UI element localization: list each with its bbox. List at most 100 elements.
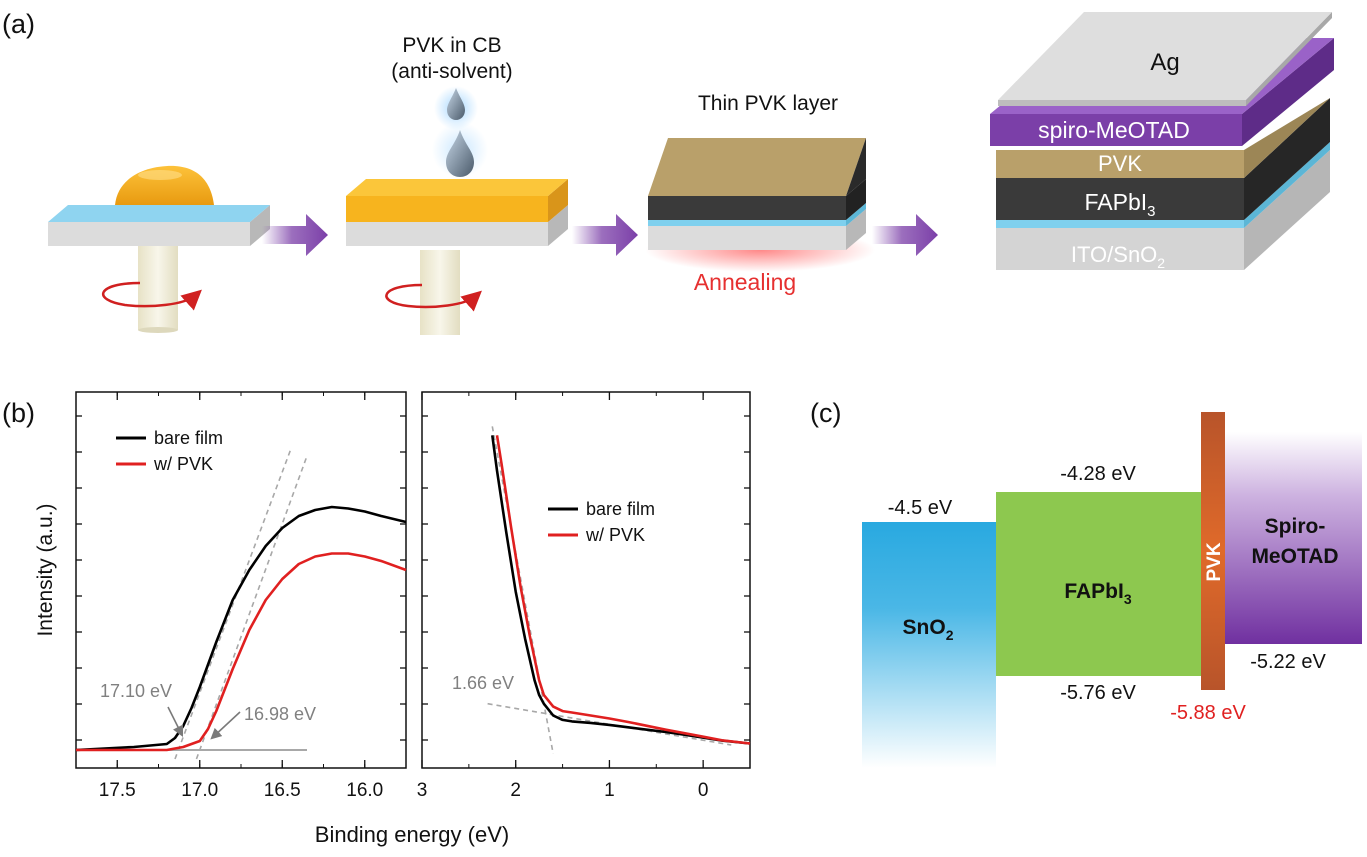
rotation-arrow-2 bbox=[385, 283, 482, 312]
step3-label: Thin PVK layer bbox=[698, 92, 838, 115]
substrate2-front bbox=[346, 222, 548, 246]
plot-frame bbox=[421, 391, 751, 769]
substrate-side-front bbox=[48, 222, 250, 246]
sno2-top bbox=[48, 205, 270, 222]
annealing-label: Annealing bbox=[694, 269, 796, 295]
x-tick-label: 16.5 bbox=[264, 780, 301, 801]
legend-label: w/ PVK bbox=[585, 525, 645, 545]
spiro-name-line1: Spiro- bbox=[1265, 515, 1326, 538]
x-tick-label: 0 bbox=[698, 780, 709, 801]
substrate2-right bbox=[548, 205, 568, 246]
spiro-bottom-label: -5.22 eV bbox=[1250, 651, 1326, 673]
process-arrow-3 bbox=[872, 214, 938, 256]
spin-column-base bbox=[138, 327, 178, 333]
pvk-bottom-label: -5.88 eV bbox=[1170, 702, 1246, 724]
blob-highlight bbox=[138, 170, 182, 180]
panel-c-label: (c) bbox=[810, 398, 841, 428]
film2-right bbox=[548, 179, 568, 222]
annotation-cutoff-bare: 17.10 eV bbox=[100, 681, 172, 701]
substrate3-right bbox=[846, 209, 866, 250]
film2-top bbox=[346, 179, 568, 196]
chart-left-secondary-electron-cutoff: 17.5 17.0 16.5 16.0 bare film w/ PVK bbox=[75, 391, 407, 801]
x-tick-label: 17.5 bbox=[99, 780, 136, 801]
rotation-arrow bbox=[102, 281, 202, 311]
large-drop-icon bbox=[446, 130, 474, 177]
pvk-front bbox=[996, 150, 1244, 178]
x-tick-label: 1 bbox=[604, 780, 615, 801]
legend-label: w/ PVK bbox=[153, 454, 213, 474]
drop-label-line2: (anti-solvent) bbox=[391, 60, 512, 83]
small-drop-icon bbox=[447, 88, 465, 120]
legend-label: bare film bbox=[586, 499, 655, 519]
ito-right bbox=[1244, 150, 1330, 270]
ag-label: Ag bbox=[1150, 49, 1179, 76]
substrate3-front bbox=[648, 226, 846, 250]
film2-front bbox=[346, 196, 548, 222]
annotation-arrow-pvk bbox=[210, 711, 241, 740]
ito-front bbox=[996, 228, 1244, 270]
fapbi3-top-label: -4.28 eV bbox=[1060, 463, 1136, 485]
fapbi3-3-front bbox=[648, 196, 846, 220]
series-line-bare-film bbox=[491, 435, 751, 745]
spiro-name-line2: MeOTAD bbox=[1251, 545, 1338, 568]
step3-annealing: Thin PVK layer Annealing bbox=[645, 92, 875, 295]
spiro-band bbox=[1224, 432, 1362, 644]
series-line-with-pvk bbox=[495, 435, 751, 745]
plot-frame bbox=[75, 391, 407, 769]
step1-spin-coating bbox=[48, 165, 270, 333]
sno2-stack-right bbox=[1244, 142, 1330, 228]
drop-label-line1: PVK in CB bbox=[402, 34, 501, 57]
spin-column-2 bbox=[420, 250, 460, 335]
spiro-right bbox=[1242, 38, 1334, 146]
fapbi3-bottom-label: -5.76 eV bbox=[1060, 682, 1136, 704]
series-line-bare-film bbox=[75, 505, 407, 752]
substrate-side-right bbox=[250, 205, 270, 246]
x-tick-label: 17.0 bbox=[181, 780, 218, 801]
sno2-stack-front bbox=[996, 220, 1244, 228]
sno2-3-front bbox=[648, 220, 846, 226]
fapbi3-band bbox=[996, 492, 1202, 676]
ag-top bbox=[998, 12, 1332, 100]
spiro-layer-label: spiro-MeOTAD bbox=[1038, 117, 1190, 143]
pvk-band bbox=[1201, 412, 1225, 690]
fapbi3-name: FAPbI3 bbox=[1064, 580, 1132, 607]
annotation-cutoff-pvk: 16.98 eV bbox=[244, 704, 316, 724]
panel-b: (b) Intensity (a.u.) Binding energy (eV)… bbox=[2, 391, 751, 847]
step2-antisolvent: PVK in CB (anti-solvent) bbox=[346, 34, 568, 335]
thin-pvk-right bbox=[846, 138, 866, 196]
pvk-name: PVK bbox=[1204, 542, 1225, 581]
device-stack: Ag spiro-MeOTAD PVK FAPbI3 ITO/SnO2 bbox=[990, 12, 1334, 271]
ag-right bbox=[1246, 12, 1332, 106]
panel-c: (c) -4.5 eV SnO2 -4.28 eV -5.76 eV FAPbI… bbox=[810, 398, 1362, 768]
process-arrow-1 bbox=[262, 214, 328, 256]
fapbi3-right bbox=[1244, 98, 1330, 220]
y-axis-label: Intensity (a.u.) bbox=[34, 503, 57, 636]
tangent-line-edge bbox=[491, 426, 554, 754]
sno2-top-label: -4.5 eV bbox=[888, 497, 953, 519]
sno2-3-right bbox=[846, 203, 866, 226]
pvk-right bbox=[1244, 98, 1330, 178]
pvk-layer-label: PVK bbox=[1098, 151, 1142, 176]
fapbi3-3-right bbox=[846, 179, 866, 220]
sno2-band bbox=[862, 522, 996, 768]
annotation-vbm: 1.66 eV bbox=[452, 673, 514, 693]
thin-pvk-top bbox=[648, 138, 866, 196]
ito-layer-label: ITO/SnO2 bbox=[1071, 242, 1165, 271]
process-arrow-2 bbox=[572, 214, 638, 256]
spin-column bbox=[138, 240, 178, 330]
x-tick-label: 2 bbox=[510, 780, 521, 801]
x-tick-label: 16.0 bbox=[346, 780, 383, 801]
fapbi3-layer-label: FAPbI3 bbox=[1085, 189, 1156, 220]
spiro-front bbox=[990, 114, 1242, 146]
panel-b-label: (b) bbox=[2, 398, 35, 428]
ag-front bbox=[998, 100, 1246, 106]
panel-a-label: (a) bbox=[2, 9, 35, 39]
x-axis-label: Binding energy (eV) bbox=[315, 822, 509, 847]
legend-label: bare film bbox=[154, 428, 223, 448]
series-line-with-pvk bbox=[76, 552, 407, 752]
panel-a: (a) PVK in CB (anti-solvent) bbox=[2, 9, 1334, 335]
fapbi3-front bbox=[996, 178, 1244, 220]
annotation-arrow-bare bbox=[167, 706, 184, 738]
